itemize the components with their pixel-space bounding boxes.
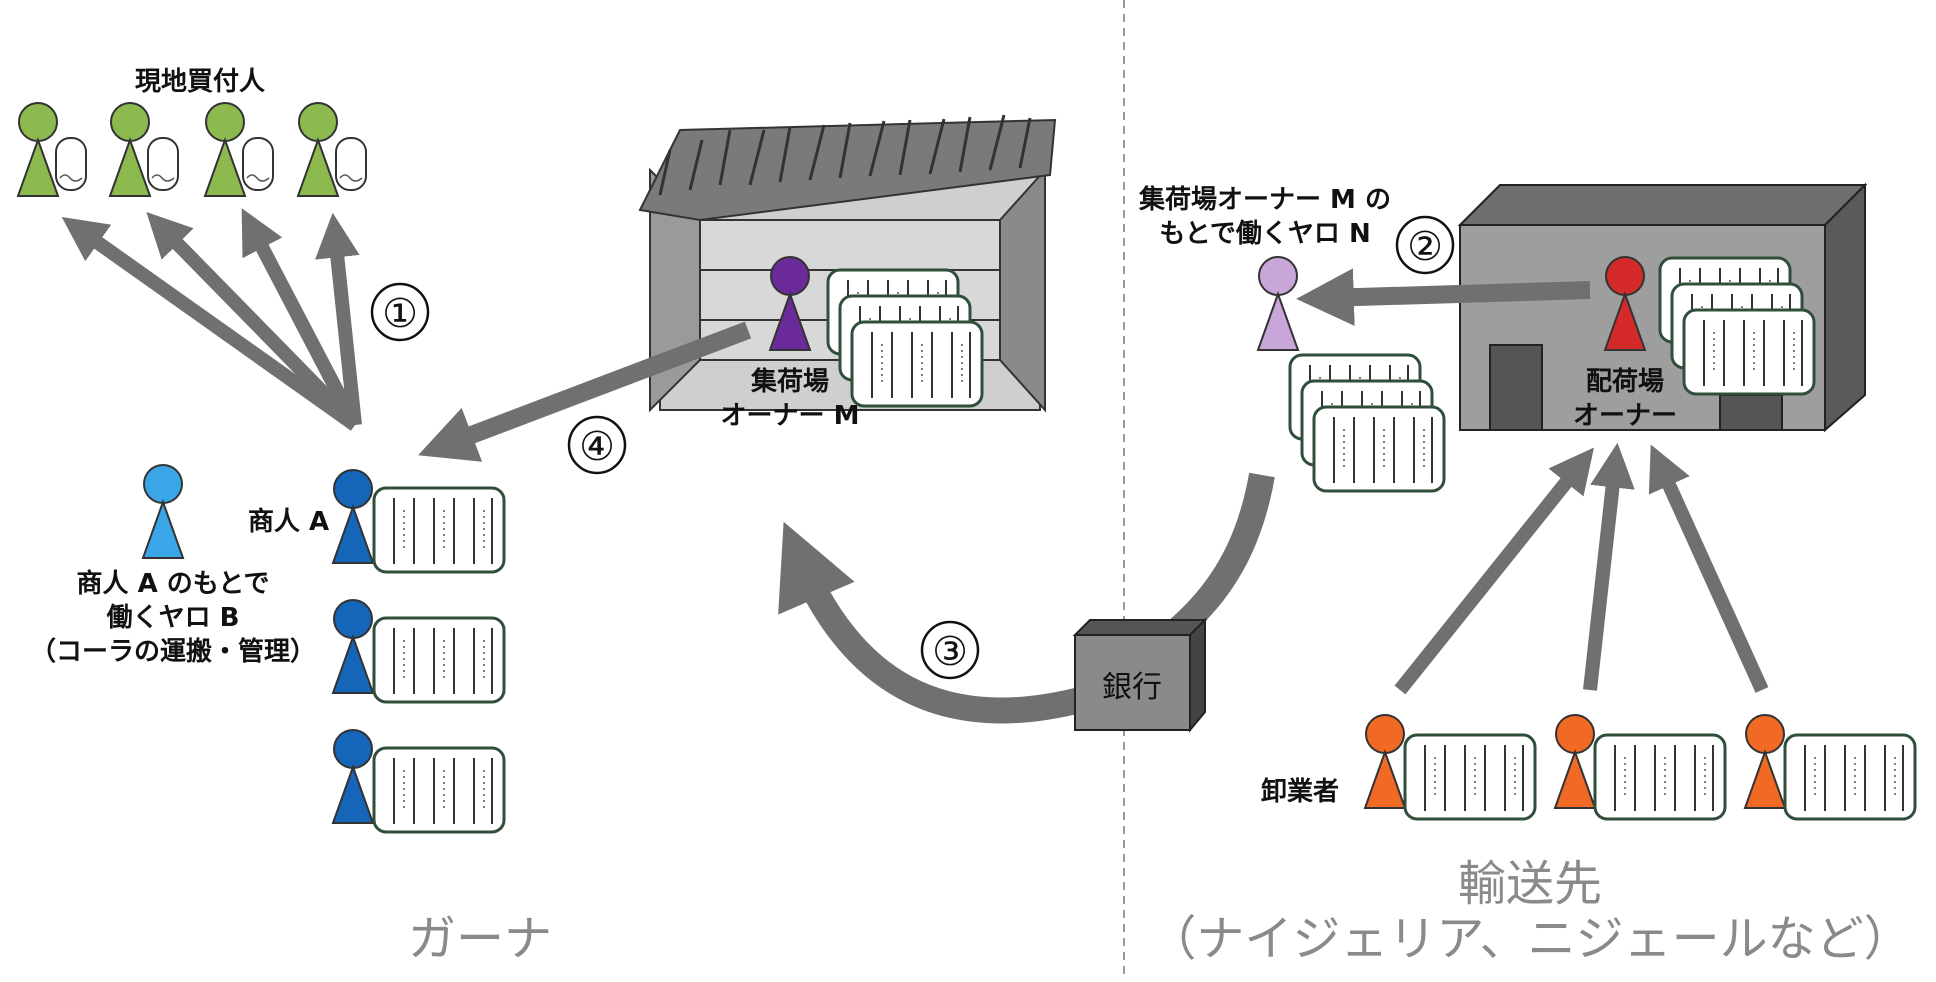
arrow-4-to-merchant xyxy=(418,321,752,462)
bank-label: 銀行 xyxy=(1102,670,1162,705)
label-yaro-b-3: （コーラの運搬・管理） xyxy=(30,636,316,667)
arrows-wholesalers xyxy=(1394,442,1769,695)
step-3: ③ xyxy=(932,629,968,675)
region-destination-2: （ナイジェリア、ニジェールなど） xyxy=(1148,911,1911,967)
step-markers: ① ② ③ ④ xyxy=(370,215,1455,680)
step-4: ④ xyxy=(579,424,615,470)
arrow-1-buyers xyxy=(61,208,362,431)
label-owner-m-1: 集荷場 xyxy=(750,366,829,397)
label-owner-m-2: オーナー M xyxy=(721,401,860,431)
bank: 銀行 xyxy=(1072,617,1208,733)
buyer-figure xyxy=(297,102,367,197)
merchant-a-group xyxy=(332,469,506,834)
wholesalers xyxy=(1364,714,1917,821)
label-local-buyers: 現地買付人 xyxy=(135,67,265,97)
yaro-b-figure xyxy=(142,464,184,559)
local-buyers xyxy=(17,102,367,197)
buyer-figure xyxy=(109,102,179,197)
label-merchant-a: 商人 A xyxy=(248,506,329,537)
arrow-2-to-yaro-n xyxy=(1296,268,1591,326)
label-yaro-b-2: 働くヤロ B xyxy=(106,603,240,633)
step-1: ① xyxy=(382,291,418,337)
step-2: ② xyxy=(1407,224,1443,270)
label-yaro-n-1: 集荷場オーナー M の xyxy=(1138,184,1391,215)
buyer-figure xyxy=(17,102,87,197)
thatch-roof xyxy=(638,114,1057,222)
label-distributor-2: オーナー xyxy=(1573,401,1677,431)
label-distributor-1: 配荷場 xyxy=(1586,367,1664,397)
region-ghana: ガーナ xyxy=(408,911,552,967)
label-yaro-n-2: もとで働くヤロ N xyxy=(1159,219,1371,249)
label-yaro-b-1: 商人 A のもとで xyxy=(77,568,270,599)
region-destination-1: 輸送先 xyxy=(1458,856,1602,912)
label-wholesaler: 卸業者 xyxy=(1261,776,1339,807)
buyer-figure xyxy=(204,102,274,197)
